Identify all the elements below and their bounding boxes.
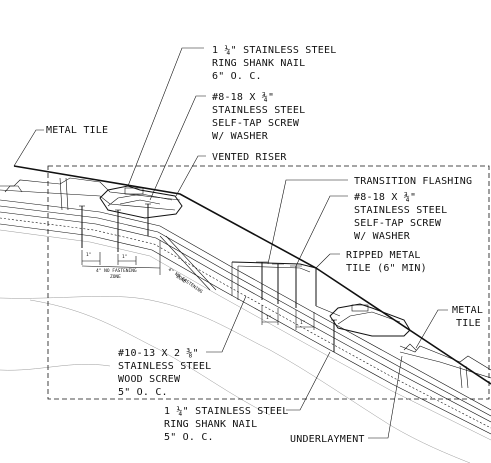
label-ripped-metal-tile-2: TILE (6" MIN) (346, 263, 427, 274)
label-wood-screw-2: STAINLESS STEEL (118, 361, 211, 372)
transition-flashing (231, 261, 317, 308)
dim-one-inch-3: 1" (266, 315, 271, 321)
label-ring-nail-top-2: RING SHANK NAIL (212, 58, 305, 69)
label-vented-riser: VENTED RISER (212, 152, 287, 163)
label-wood-screw-1: #10-13 X 2 ⅜" (118, 347, 199, 359)
vented-riser (99, 185, 183, 219)
label-ring-nail-bottom-2: RING SHANK NAIL (164, 419, 257, 430)
label-metal-tile-left: METAL TILE (46, 125, 108, 136)
label-wood-screw-4: 5" O. C. (118, 387, 168, 398)
label-screw-top-2: STAINLESS STEEL (212, 105, 305, 116)
upper-fasteners (79, 203, 151, 252)
lower-vented-riser (329, 303, 411, 352)
no-fastening-zone-1-line2: ZONE (110, 274, 121, 280)
label-metal-tile-right-1: METAL (452, 305, 483, 316)
label-ripped-metal-tile-1: RIPPED METAL (346, 250, 421, 261)
label-screw-top-1: #8-18 X ¾" (212, 91, 274, 103)
label-screw-right-4: W/ WASHER (354, 231, 411, 242)
label-screw-right-3: SELF-TAP SCREW (354, 218, 442, 229)
background-contour-lines (0, 296, 471, 463)
no-fastening-zone-2-line2: ZONE (175, 274, 188, 285)
no-fastening-zone-1-line1: 4" NO FASTENING (96, 268, 137, 274)
label-ring-nail-bottom-1: 1 ¼" STAINLESS STEEL (164, 405, 288, 417)
label-ring-nail-top-3: 6" O. C. (212, 71, 262, 82)
label-screw-right-2: STAINLESS STEEL (354, 205, 447, 216)
upper-dimension-marks (81, 235, 217, 291)
detail-boundary (47, 165, 490, 400)
label-underlayment: UNDERLAYMENT (290, 434, 365, 445)
lower-metal-tile-profile (315, 305, 491, 389)
lower-roof-deck (0, 199, 491, 441)
label-screw-top-3: SELF-TAP SCREW (212, 118, 300, 129)
upper-metal-tile (0, 165, 491, 385)
label-ring-nail-bottom-3: 5" O. C. (164, 432, 214, 443)
label-screw-top-4: W/ WASHER (212, 131, 269, 142)
dim-one-inch-1: 1" (86, 252, 91, 258)
label-screw-right-1: #8-18 X ¾" (354, 191, 416, 203)
label-ring-nail-top-1: 1 ¼" STAINLESS STEEL (212, 44, 336, 56)
label-transition-flashing: TRANSITION FLASHING (354, 176, 472, 187)
leader-lines (13, 47, 448, 439)
dim-one-inch-2: 1" (122, 254, 127, 260)
label-wood-screw-3: WOOD SCREW (118, 374, 181, 385)
label-metal-tile-right-2: TILE (456, 318, 481, 329)
dim-one-inch-4: 1" (300, 320, 305, 326)
middle-dimension-marks (261, 305, 315, 330)
